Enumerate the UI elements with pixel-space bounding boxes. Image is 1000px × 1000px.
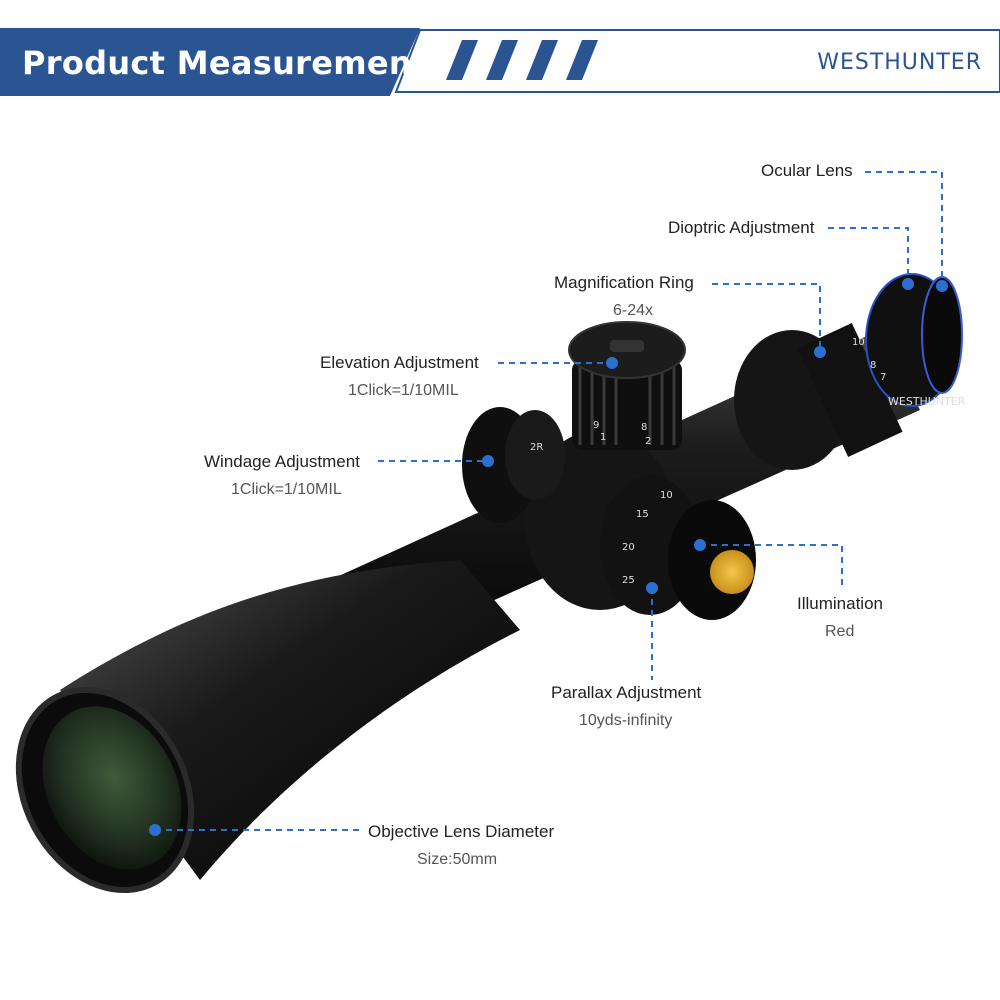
callout-lines bbox=[155, 171, 943, 831]
elevation-adjustment-value: 1Click=1/10MIL bbox=[348, 382, 459, 399]
ocular-lens-label: Ocular Lens bbox=[761, 161, 853, 180]
page-title: Product Measurement bbox=[22, 44, 428, 82]
elevation-turret-body bbox=[572, 360, 682, 450]
elevation-turret-slot bbox=[610, 340, 644, 352]
dioptric-adjustment-label: Dioptric Adjustment bbox=[668, 218, 815, 237]
brand-logo: WESTHUNTER bbox=[817, 50, 982, 75]
illumination-badge[interactable] bbox=[710, 550, 754, 594]
elevation-turret-knurl bbox=[578, 365, 676, 445]
callout-dots bbox=[149, 278, 948, 836]
parallax-adjustment-value: 10yds-infinity bbox=[579, 712, 673, 729]
objective-lens-diameter-label: Objective Lens Diameter bbox=[368, 822, 555, 841]
ocular-lens bbox=[921, 276, 963, 394]
illumination-label: Illumination bbox=[797, 594, 883, 613]
illumination-value: Red bbox=[825, 623, 855, 640]
magnification-ring-value: 6-24x bbox=[613, 302, 654, 319]
header-frame bbox=[394, 29, 1000, 93]
objective-lens-diameter-value: Size:50mm bbox=[417, 851, 498, 868]
windage-adjustment-label: Windage Adjustment bbox=[204, 452, 360, 471]
windage-adjustment-value: 1Click=1/10MIL bbox=[231, 481, 342, 498]
objective-lens bbox=[42, 706, 182, 870]
elevation-adjustment-label: Elevation Adjustment bbox=[320, 353, 479, 372]
header-banner bbox=[0, 28, 420, 96]
magnification-ring-label: Magnification Ring bbox=[554, 273, 694, 292]
parallax-adjustment-label: Parallax Adjustment bbox=[551, 683, 702, 702]
header-stripes bbox=[446, 40, 598, 80]
windage-turret-base bbox=[505, 410, 565, 500]
